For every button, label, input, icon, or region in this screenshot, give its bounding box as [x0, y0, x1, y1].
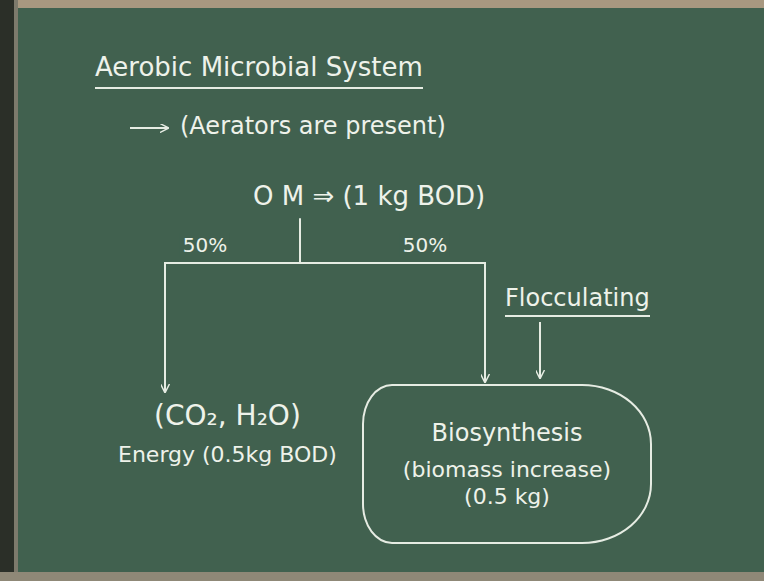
flow-connector — [300, 219, 485, 383]
node-text: Energy (0.5kg BOD) — [118, 441, 337, 469]
note-label: (Aerators are present) — [180, 112, 446, 141]
board-frame-left — [0, 0, 14, 581]
node-heading: (CO₂, H₂O) — [154, 398, 301, 433]
node-heading: Biosynthesis — [432, 418, 583, 448]
node-text: (biomass increase) (0.5 kg) — [397, 456, 617, 511]
pointer-arrow — [130, 127, 168, 129]
input-node: O M ⇒ (1 kg BOD) — [245, 176, 493, 217]
biomass-box: Biosynthesis (biomass increase) (0.5 kg) — [362, 384, 652, 544]
board-frame-top — [0, 0, 764, 8]
node-heading: O M ⇒ (1 kg BOD) — [253, 180, 485, 213]
flow-connector — [165, 219, 300, 393]
board-frame-bottom — [0, 572, 764, 581]
note-label: Flocculating — [505, 284, 650, 317]
leader-arrow — [539, 322, 541, 378]
percent-label: 50% — [400, 233, 450, 257]
board-title: Aerobic Microbial System — [95, 52, 423, 89]
product-node: (CO₂, H₂O) Energy (0.5kg BOD) — [110, 394, 345, 473]
board-frame-edge — [14, 0, 18, 581]
percent-label: 50% — [180, 233, 230, 257]
